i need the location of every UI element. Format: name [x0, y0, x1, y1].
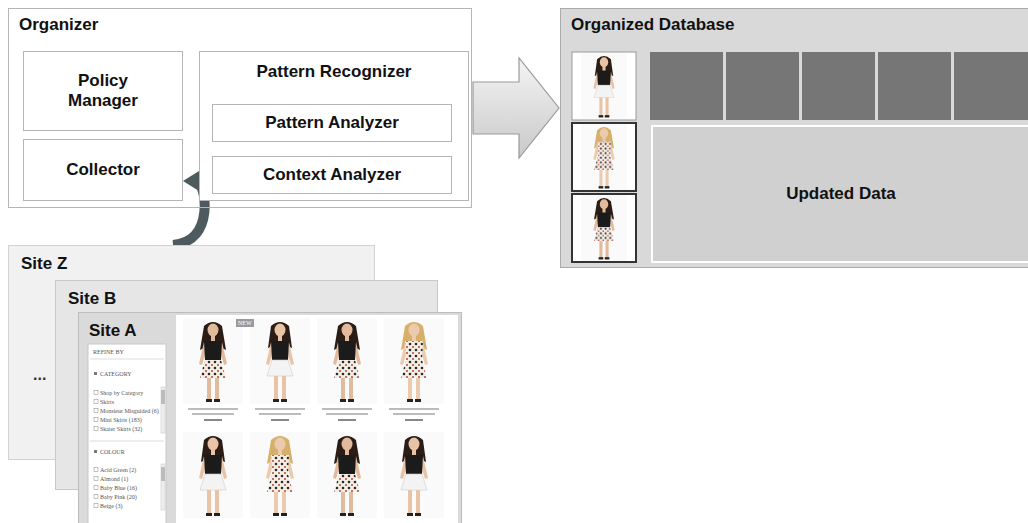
- organizer-box: OrganizerPolicy ManagerCollector Pattern …: [8, 8, 472, 208]
- label-holder: Acid Green (2): [100, 466, 136, 474]
- sidebar-item: Skirts: [100, 398, 114, 406]
- sidebar-heading: COLOUR: [100, 448, 125, 456]
- node-text: Collector: [66, 160, 140, 180]
- label-holder: NEW: [236, 319, 254, 327]
- node-text: Context Analyzer: [263, 165, 401, 185]
- sidebar-item: Acid Green (2): [100, 466, 136, 474]
- module-box: Collector: [23, 139, 183, 201]
- sidebar-item: Monsieur Misguided (6): [100, 407, 159, 415]
- label-holder: Mini Skirts (183): [100, 416, 142, 424]
- sidebar-item: Shop by Category: [100, 389, 143, 397]
- node-text: Site A: [89, 321, 451, 341]
- node-text: Organized Database: [571, 15, 1021, 35]
- label-holder: CATEGORY: [100, 370, 132, 378]
- sidebar-item: Baby Pink (20): [100, 493, 137, 501]
- node-text: Site B: [68, 289, 425, 309]
- ellipsis-label: ...: [33, 366, 46, 384]
- sidebar-item: Skater Skirts (32): [100, 425, 142, 433]
- label-holder: ...: [33, 366, 46, 384]
- submodule-box: Context Analyzer: [212, 156, 452, 194]
- flow-arrow: [473, 58, 559, 158]
- sidebar-item: Baby Blue (16): [100, 484, 137, 492]
- node-text: Site Z: [21, 254, 362, 274]
- label-holder: REFINE BY: [93, 348, 124, 356]
- sidebar-heading: CATEGORY: [100, 370, 132, 378]
- node-text: Organizer: [19, 15, 461, 35]
- label-holder: Baby Blue (16): [100, 484, 137, 492]
- data-area: Updated Data: [651, 125, 1028, 263]
- label-holder: COLOUR: [100, 448, 125, 456]
- sidebar-item: Mini Skirts (183): [100, 416, 142, 424]
- module-group-box: Pattern RecognizerPattern AnalyzerContex…: [199, 51, 469, 201]
- label-holder: Monsieur Misguided (6): [100, 407, 159, 415]
- sidebar-item: Beige (3): [100, 502, 123, 510]
- sidebar-heading: REFINE BY: [93, 348, 124, 356]
- module-box: Policy Manager: [23, 51, 183, 131]
- flow-arrow-shape: [473, 58, 559, 158]
- node-text: Pattern Recognizer: [208, 62, 460, 82]
- label-holder: Skater Skirts (32): [100, 425, 142, 433]
- node-text: Updated Data: [786, 184, 896, 204]
- label-holder: Skirts: [100, 398, 114, 406]
- label-holder: Shop by Category: [100, 389, 143, 397]
- label-holder: Almond (1): [100, 475, 128, 483]
- label-holder: Baby Pink (20): [100, 493, 137, 501]
- submodule-box: Pattern Analyzer: [212, 104, 452, 142]
- node-text: Policy Manager: [53, 71, 153, 111]
- node-text: Pattern Analyzer: [265, 113, 399, 133]
- arrow-head: [183, 171, 199, 191]
- sidebar-item: Almond (1): [100, 475, 128, 483]
- label-holder: Beige (3): [100, 502, 123, 510]
- badge-label: NEW: [236, 319, 254, 327]
